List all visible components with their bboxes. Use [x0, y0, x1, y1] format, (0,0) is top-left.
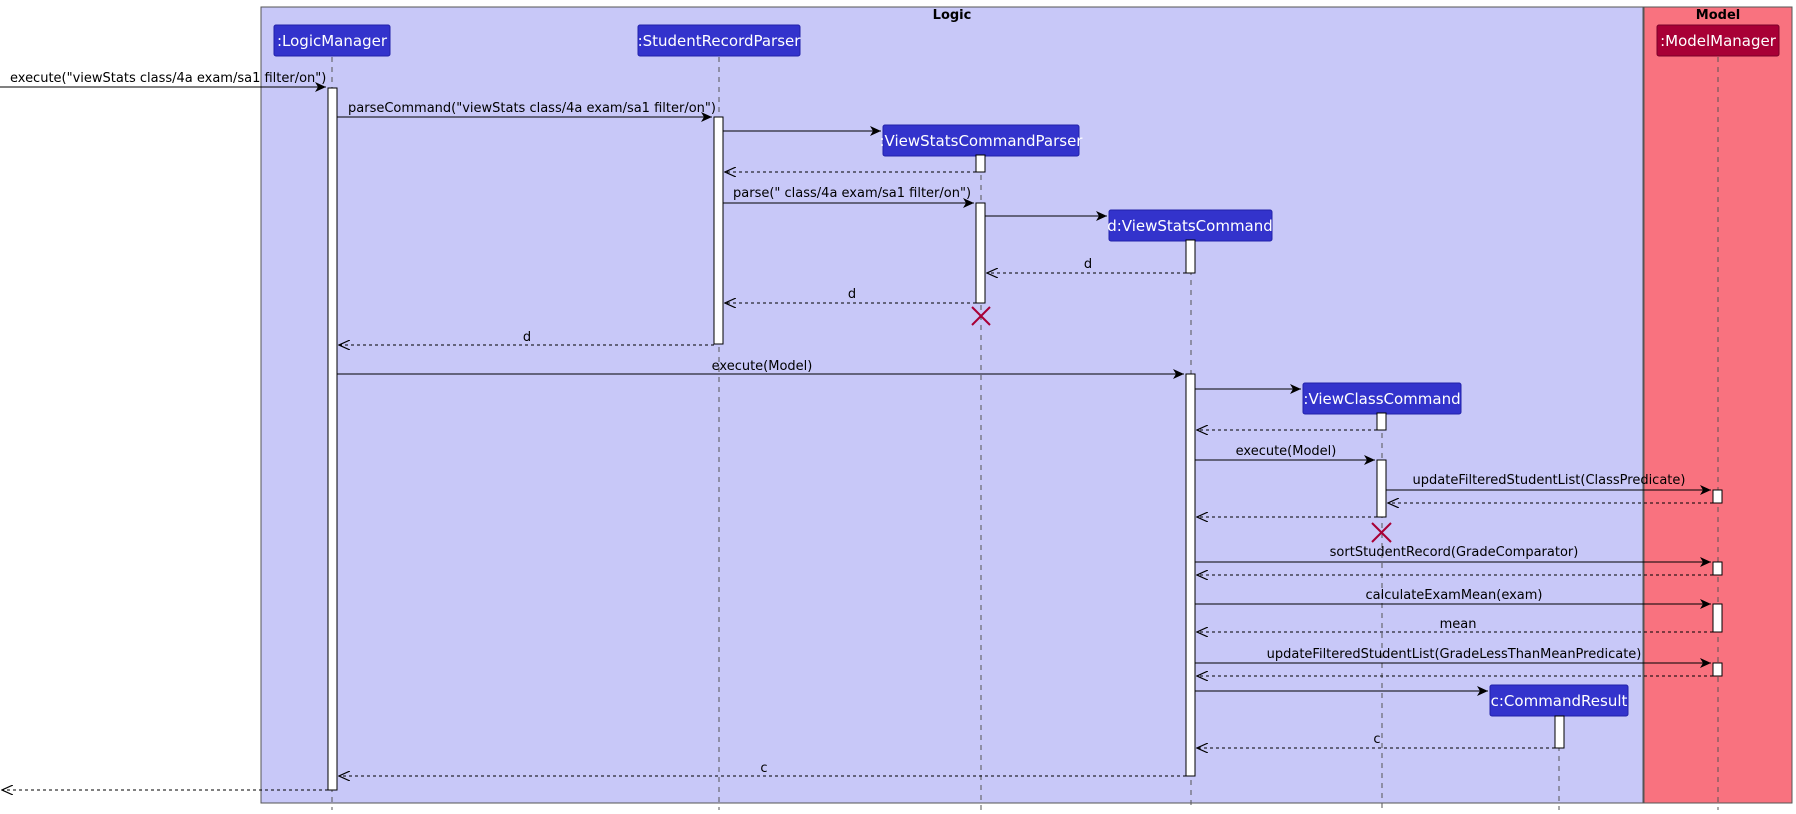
ret-mean-label: mean	[1440, 617, 1477, 632]
ret-c1-label: c	[1373, 732, 1380, 747]
activation-mm-1	[1712, 489, 1723, 504]
msg-update-grade-label: updateFilteredStudentList(GradeLessThanM…	[1267, 647, 1642, 662]
activation-vsc-execute	[1185, 373, 1196, 777]
msg-update-class-label: updateFilteredStudentList(ClassPredicate…	[1413, 473, 1686, 488]
activation-logic-manager	[327, 87, 338, 791]
ret-d3-label: d	[523, 330, 531, 345]
activation-vcc-execute	[1376, 459, 1387, 518]
participant-logic-manager-label: :LogicManager	[277, 32, 388, 50]
logic-group-title: Logic	[933, 8, 972, 23]
activation-vscp-init	[975, 154, 986, 173]
participant-view-class-command-label: :ViewClassCommand	[1303, 390, 1460, 408]
msg-execute-model2-label: execute(Model)	[1236, 444, 1337, 459]
model-group	[1643, 6, 1793, 804]
msg-parse-command-label: parseCommand("viewStats class/4a exam/sa…	[348, 101, 716, 116]
ret-c2-label: c	[760, 761, 767, 776]
msg-parse-args-label: parse(" class/4a exam/sa1 filter/on")	[733, 186, 971, 201]
activation-mm-3	[1712, 603, 1723, 633]
model-group-title: Model	[1696, 8, 1740, 23]
participant-command-result-label: c:CommandResult	[1491, 692, 1628, 710]
destroy-view-stats-command-parser	[971, 306, 991, 326]
activation-mm-4	[1712, 662, 1723, 677]
msg-calc-mean-label: calculateExamMean(exam)	[1366, 588, 1543, 603]
msg-execute-command-label: execute("viewStats class/4a exam/sa1 fil…	[10, 71, 326, 86]
activation-vscp-parse	[975, 202, 986, 304]
activation-mm-2	[1712, 561, 1723, 576]
participant-view-stats-command-label: d:ViewStatsCommand	[1107, 217, 1273, 235]
participant-student-record-parser	[637, 24, 801, 57]
msg-execute-model-label: execute(Model)	[712, 359, 813, 374]
destroy-view-class-command	[1371, 522, 1392, 543]
participant-logic-manager	[273, 24, 391, 57]
activation-student-record-parser	[713, 116, 724, 345]
participant-view-stats-command-parser-label: :ViewStatsCommandParser	[880, 132, 1084, 150]
participant-student-record-parser-label: :StudentRecordParser	[638, 32, 802, 50]
ret-d1-label: d	[1084, 257, 1092, 272]
participant-model-manager	[1656, 24, 1780, 57]
participant-model-manager-label: :ModelManager	[1660, 32, 1777, 50]
activation-vcc-init	[1376, 412, 1387, 431]
activation-vsc-init	[1185, 239, 1196, 274]
ret-d2-label: d	[848, 287, 856, 302]
msg-sort-record-label: sortStudentRecord(GradeComparator)	[1330, 545, 1579, 560]
activation-cr-init	[1554, 715, 1565, 749]
